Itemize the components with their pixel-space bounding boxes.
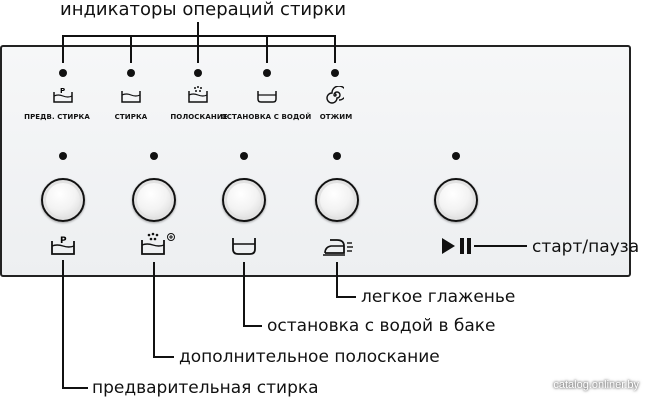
- prewash-button[interactable]: [41, 178, 85, 222]
- rinse-hold-callout-line: [243, 262, 262, 327]
- tub-icon: [121, 91, 141, 103]
- tub-p-icon: P: [53, 87, 73, 103]
- prewash-label: предварительная стирка: [92, 378, 319, 398]
- tub-p-icon: P: [51, 236, 75, 255]
- rinse-hold-label: остановка с водой в баке: [267, 316, 496, 336]
- start-pause-button[interactable]: [434, 178, 478, 222]
- extra-rinse-button[interactable]: [132, 178, 176, 222]
- extra-rinse-callout-line: [153, 262, 174, 358]
- extra-rinse-icon: [141, 232, 175, 255]
- easy-iron-button[interactable]: [315, 178, 359, 222]
- svg-text:P: P: [60, 236, 67, 246]
- control-panel: [0, 45, 631, 277]
- spin-icon: [326, 86, 344, 104]
- indicators-title: индикаторы операций стирки: [60, 0, 347, 20]
- svg-text:P: P: [60, 87, 65, 95]
- watermark: catalog.onliner.by: [553, 379, 639, 391]
- tub-rinse-icon: [188, 86, 208, 103]
- play-pause-icon: [442, 238, 471, 254]
- indicator-label-prewash: ПРЕДВ. СТИРКА: [24, 113, 90, 121]
- indicator-label-rinse-hold: ОСТАНОВКА С ВОДОЙ: [220, 113, 312, 121]
- prewash-callout-line: [62, 260, 88, 389]
- indicator-label-wash: СТИРКА: [114, 113, 148, 121]
- easy-iron-label: легкое глаженье: [361, 287, 516, 307]
- tub-water-icon: [232, 238, 256, 255]
- extra-rinse-label: дополнительное полоскание: [179, 347, 440, 367]
- start-pause-label: старт/пауза: [532, 237, 640, 257]
- indicator-label-spin: ОТЖИМ: [319, 113, 353, 121]
- tub-water-icon: [257, 91, 277, 103]
- indicator-label-rinse: ПОЛОСКАНИЕ: [170, 113, 228, 121]
- rinse-hold-button[interactable]: [222, 178, 266, 222]
- easy-iron-callout-line: [336, 262, 356, 298]
- iron-icon: [323, 239, 353, 256]
